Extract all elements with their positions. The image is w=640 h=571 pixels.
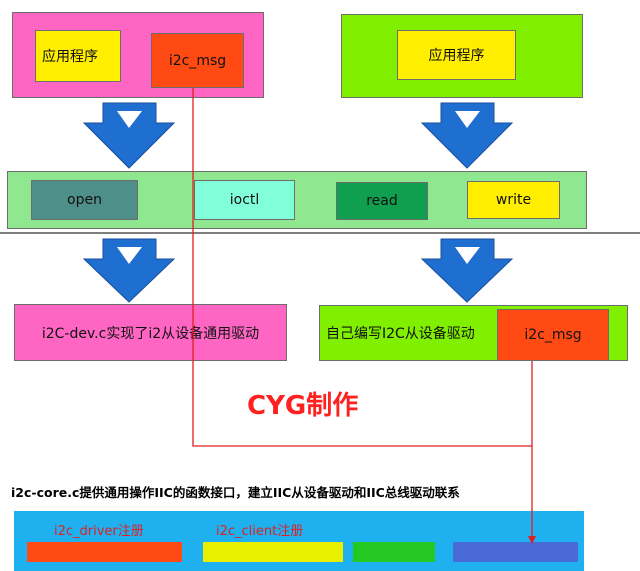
top-left-i2c-msg-label: i2c_msg [168,52,227,69]
open-box: open [31,180,138,220]
read-label: read [366,193,398,209]
top-left-app-box: 应用程序 [35,30,121,82]
top-left-app-label: 应用程序 [42,49,98,65]
bottom-green-box [353,542,435,562]
i2c-dev-label: i2C-dev.c实现了i2从设备通用驱动 [41,325,260,342]
bottom-yellow-box [203,542,343,562]
bottom-orange-box [27,542,182,562]
write-box: write [467,181,560,219]
own-driver-label: 自己编写I2C从设备驱动 [326,326,475,342]
core-caption: i2c-core.c提供通用操作IIC的函数接口，建立IIC从设备驱动和IIC总… [11,485,460,500]
down-arrow-icon [420,102,514,169]
ioctl-box: ioctl [194,180,295,220]
top-right-app-box: 应用程序 [397,30,516,80]
read-box: read [336,182,428,220]
down-arrow-icon [420,238,514,303]
down-arrow-icon [82,238,176,303]
open-label: open [67,192,102,208]
write-label: write [495,192,532,208]
top-left-i2c-msg-box: i2c_msg [151,33,244,88]
msg-flow-line [192,88,532,447]
middle-i2c-msg-box: i2c_msg [497,309,609,361]
ioctl-label: ioctl [229,192,260,208]
middle-i2c-msg-label: i2c_msg [524,327,582,343]
cyg-title: CYG制作 [247,391,359,421]
top-right-app-label: 应用程序 [428,48,485,64]
driver-register-label: i2c_driver注册 [54,524,144,539]
client-register-label: i2c_client注册 [216,524,304,539]
down-arrow-icon [82,102,176,169]
i2c-dev-box: i2C-dev.c实现了i2从设备通用驱动 [14,304,287,361]
bottom-blue-box [453,542,578,562]
